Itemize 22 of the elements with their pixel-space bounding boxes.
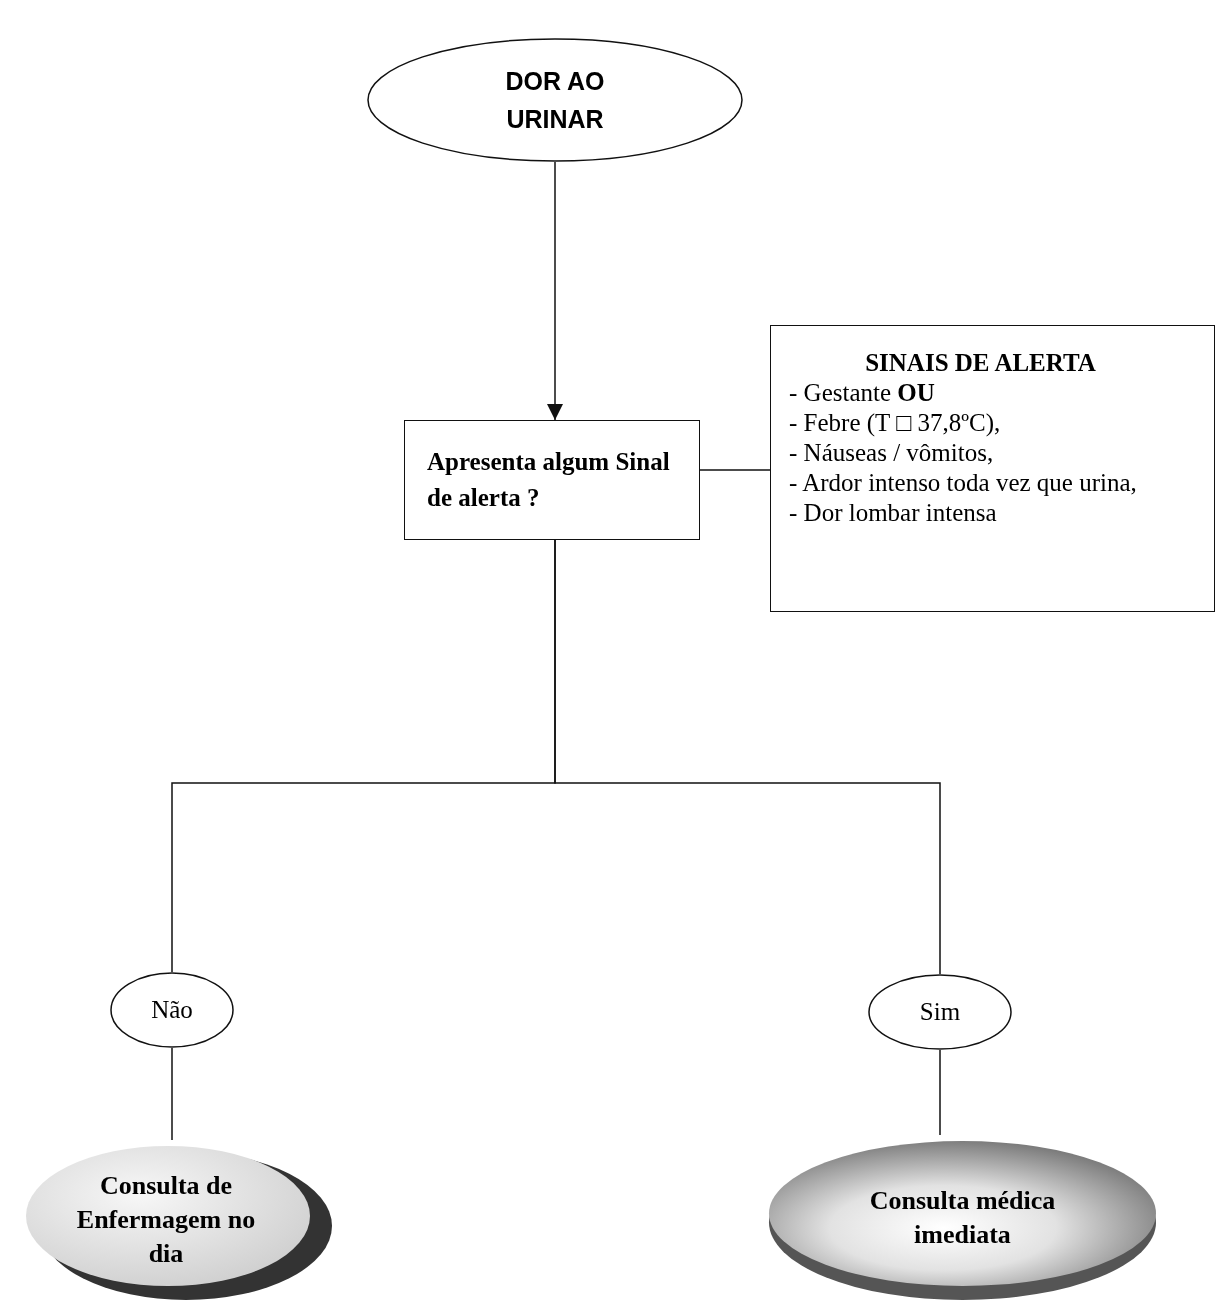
node-label: - Dor lombar intensa xyxy=(789,498,998,528)
node-label: - Febre (T □ 37,8ºC), xyxy=(789,408,1002,438)
connector-line xyxy=(171,1047,173,1141)
connector-line xyxy=(939,1049,941,1136)
node-label: DOR AO URINAR xyxy=(504,66,606,135)
decision-box xyxy=(404,420,700,540)
node-label: Consulta médica imediata xyxy=(868,1184,1057,1251)
alert-signs-box xyxy=(770,325,1215,612)
node-label: SINAIS DE ALERTA xyxy=(864,348,1097,378)
node-label: - Gestante OU xyxy=(789,378,936,408)
start-ellipse xyxy=(367,38,743,162)
answer-ellipse xyxy=(110,972,234,1048)
node-label: Não xyxy=(151,996,193,1024)
connector-line xyxy=(699,469,771,471)
node-label: Apresenta algum Sinal de alerta ? xyxy=(427,447,671,513)
answer-ellipse xyxy=(868,974,1012,1050)
node-label: Consulta de Enfermagem no dia xyxy=(75,1170,257,1270)
node-label: - Náuseas / vômitos, xyxy=(789,438,995,468)
node-label: - Ardor intenso toda vez que urina, xyxy=(789,468,1137,498)
connector-line xyxy=(554,539,941,975)
arrow xyxy=(547,161,563,421)
node-label: Sim xyxy=(919,998,961,1026)
